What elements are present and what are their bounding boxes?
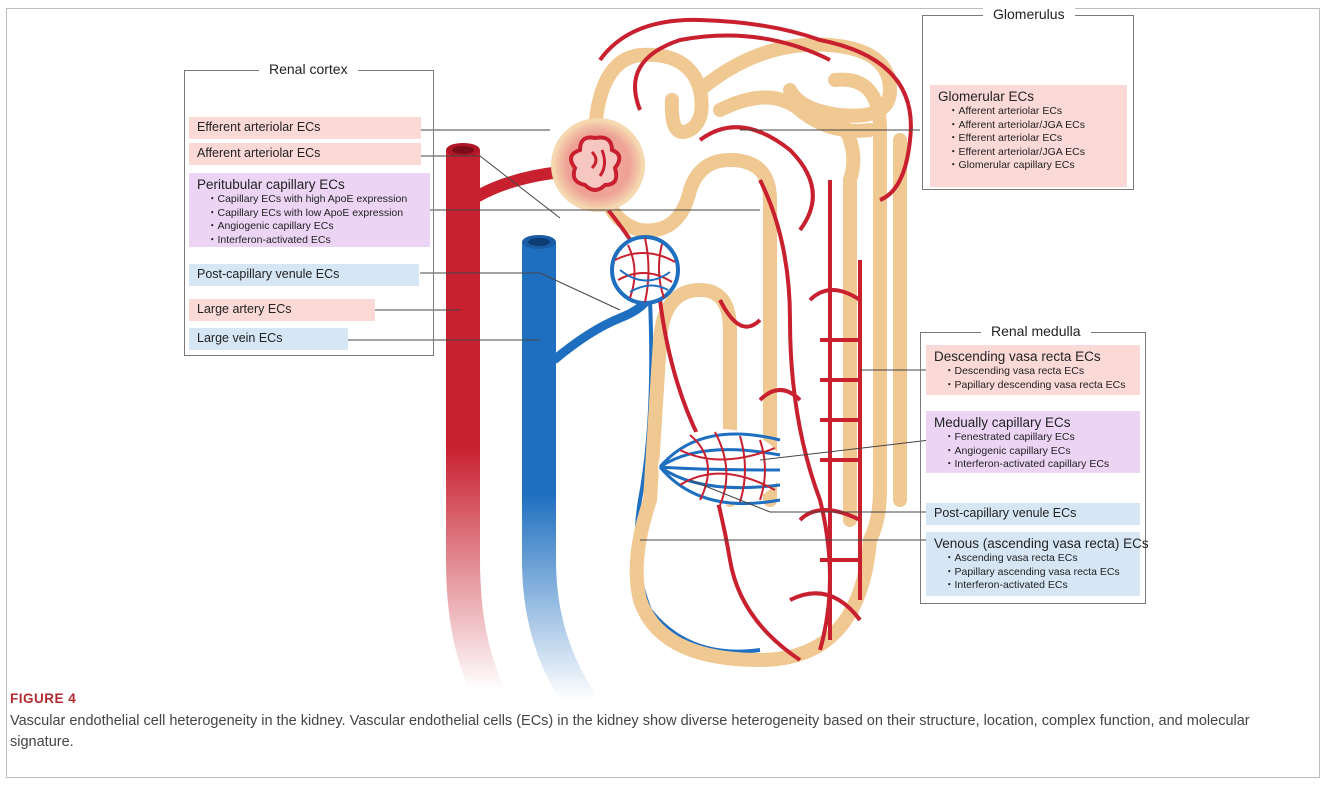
venous-item: ・Ascending vasa recta ECs <box>934 552 1132 566</box>
peritubular-title: Peritubular capillary ECs <box>197 176 422 193</box>
medullary-item: ・Fenestrated capillary ECs <box>934 431 1132 445</box>
medullary-title: Medually capillary ECs <box>934 414 1132 431</box>
large-vein <box>522 235 600 700</box>
leader-lines <box>348 130 930 540</box>
cortex-efferent-label: Efferent arteriolar ECs <box>189 117 421 139</box>
venous-item: ・Interferon-activated ECs <box>934 579 1132 593</box>
medullary-item: ・Interferon-activated capillary ECs <box>934 458 1132 472</box>
medullary-capillary-network <box>658 429 782 505</box>
medullary-item: ・Angiogenic capillary ECs <box>934 445 1132 459</box>
peritubular-item: ・Capillary ECs with high ApoE expression <box>197 193 422 207</box>
figure-label: FIGURE 4 <box>10 691 76 706</box>
venous-ascending-box: Venous (ascending vasa recta) ECs ・Ascen… <box>926 532 1140 596</box>
glomerular-item: ・Efferent arteriolar/JGA ECs <box>938 146 1119 160</box>
large-artery-label: Large artery ECs <box>189 299 375 321</box>
venous-item: ・Papillary ascending vasa recta ECs <box>934 566 1132 580</box>
peritubular-item: ・Interferon-activated ECs <box>197 234 422 248</box>
descending-item: ・Descending vasa recta ECs <box>934 365 1132 379</box>
cortex-post-capillary-label: Post-capillary venule ECs <box>189 264 419 286</box>
medullary-capillary-box: Medually capillary ECs ・Fenestrated capi… <box>926 411 1140 473</box>
descending-vasa-recta-box: Descending vasa recta ECs ・Descending va… <box>926 345 1140 395</box>
glomerular-item: ・Afferent arteriolar ECs <box>938 105 1119 119</box>
renal-cortex-title: Renal cortex <box>259 61 358 77</box>
large-vein-label: Large vein ECs <box>189 328 348 350</box>
peritubular-capillary-box: Peritubular capillary ECs ・Capillary ECs… <box>189 173 430 247</box>
cortex-afferent-label: Afferent arteriolar ECs <box>189 143 421 165</box>
descending-item: ・Papillary descending vasa recta ECs <box>934 379 1132 393</box>
peritubular-item: ・Angiogenic capillary ECs <box>197 220 422 234</box>
glomerulus <box>553 120 643 210</box>
glomerular-title: Glomerular ECs <box>938 88 1119 105</box>
glomerular-item: ・Afferent arteriolar/JGA ECs <box>938 119 1119 133</box>
glomerular-ecs-box: Glomerular ECs ・Afferent arteriolar ECs … <box>930 85 1127 187</box>
glomerulus-title: Glomerulus <box>983 6 1075 22</box>
descending-title: Descending vasa recta ECs <box>934 348 1132 365</box>
glomerular-item: ・Glomerular capillary ECs <box>938 159 1119 173</box>
peritubular-capillary-network <box>612 237 678 303</box>
figure-caption: Vascular endothelial cell heterogeneity … <box>10 711 1300 753</box>
medulla-post-capillary-label: Post-capillary venule ECs <box>926 503 1140 525</box>
large-artery <box>446 143 506 690</box>
renal-medulla-title: Renal medulla <box>981 323 1091 339</box>
tubule <box>595 45 900 660</box>
venous-title: Venous (ascending vasa recta) ECs <box>934 535 1132 552</box>
glomerular-item: ・Efferent arteriolar ECs <box>938 132 1119 146</box>
peritubular-item: ・Capillary ECs with low ApoE expression <box>197 207 422 221</box>
